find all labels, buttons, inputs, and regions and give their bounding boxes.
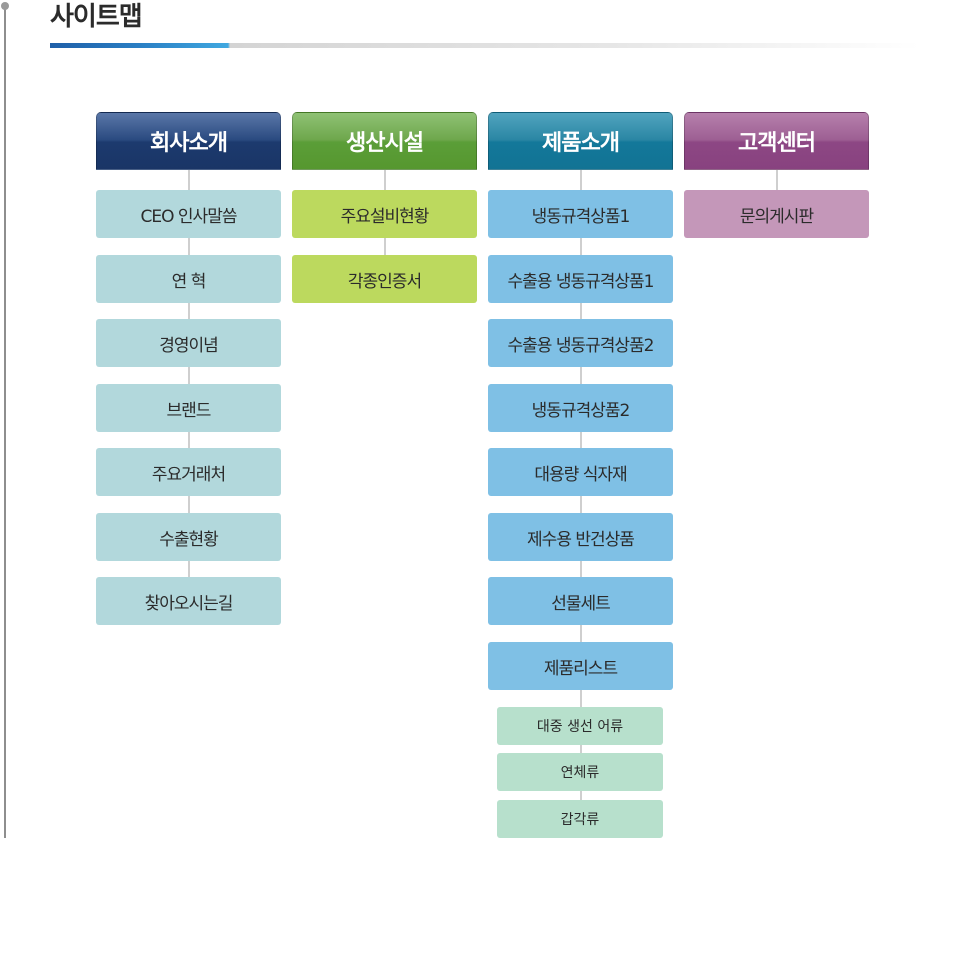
page-title: 사이트맵 — [50, 2, 143, 32]
menu-item-inquiry-board[interactable]: 문의게시판 — [684, 190, 869, 238]
title-underline — [50, 43, 920, 48]
menu-item-product-list[interactable]: 제품리스트 — [488, 642, 673, 690]
menu-item-history[interactable]: 연 혁 — [96, 255, 281, 303]
left-guide-dot — [1, 2, 9, 10]
menu-item-bulk-food[interactable]: 대용량 식자재 — [488, 448, 673, 496]
submenu-item-crustaceans[interactable]: 갑각류 — [497, 800, 663, 838]
submenu-item-mollusks[interactable]: 연체류 — [497, 753, 663, 791]
menu-item-certificates[interactable]: 각종인증서 — [292, 255, 477, 303]
menu-item-equipment[interactable]: 주요설비현황 — [292, 190, 477, 238]
connector-line — [579, 170, 582, 832]
menu-item-clients[interactable]: 주요거래처 — [96, 448, 281, 496]
menu-item-ritual-dried[interactable]: 제수용 반건상품 — [488, 513, 673, 561]
menu-item-frozen-products-1[interactable]: 냉동규격상품1 — [488, 190, 673, 238]
menu-item-gift-set[interactable]: 선물세트 — [488, 577, 673, 625]
submenu-item-fish[interactable]: 대중 생선 어류 — [497, 707, 663, 745]
column-header-facility[interactable]: 생산시설 — [292, 112, 477, 170]
column-header-products[interactable]: 제품소개 — [488, 112, 673, 170]
menu-item-export-frozen-1[interactable]: 수출용 냉동규격상품1 — [488, 255, 673, 303]
column-header-support[interactable]: 고객센터 — [684, 112, 869, 170]
left-guide-line — [4, 6, 6, 838]
menu-item-directions[interactable]: 찾아오시는길 — [96, 577, 281, 625]
menu-item-export-frozen-2[interactable]: 수출용 냉동규격상품2 — [488, 319, 673, 367]
menu-item-ceo-greeting[interactable]: CEO 인사말씀 — [96, 190, 281, 238]
column-header-company[interactable]: 회사소개 — [96, 112, 281, 170]
connector-line — [775, 170, 778, 208]
menu-item-brand[interactable]: 브랜드 — [96, 384, 281, 432]
menu-item-philosophy[interactable]: 경영이념 — [96, 319, 281, 367]
menu-item-export-status[interactable]: 수출현황 — [96, 513, 281, 561]
menu-item-frozen-products-2[interactable]: 냉동규격상품2 — [488, 384, 673, 432]
